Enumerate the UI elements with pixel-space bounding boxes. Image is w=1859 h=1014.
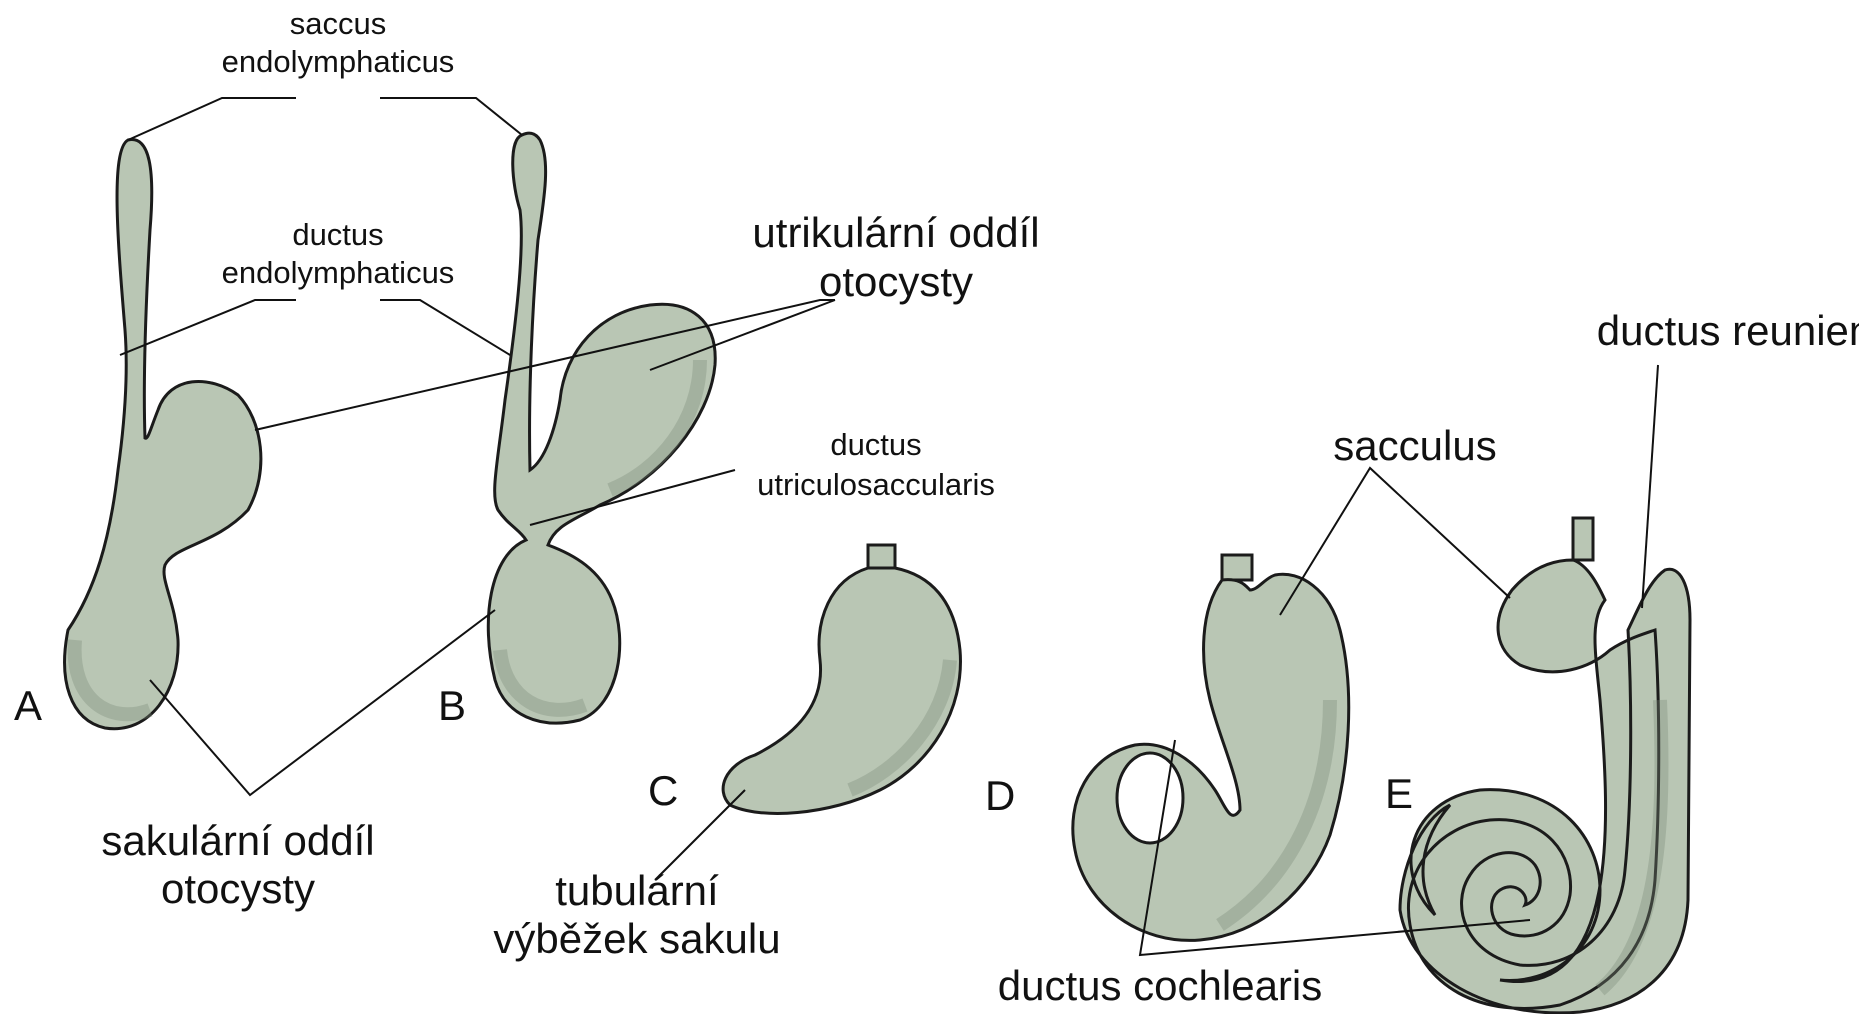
label-ductus-endo-line2: endolymphaticus [222,255,455,290]
stage-letter-d: D [985,772,1015,819]
stage-e-sacculus-cochlea [1400,518,1690,1013]
label-tubularni-line1: tubulární [555,867,719,914]
stage-c-body [723,568,960,813]
stage-e-sacculus [1400,560,1690,1013]
label-ductus-cochlearis: ductus cochlearis [998,962,1323,1009]
label-ductus-endo-line1: ductus [292,217,383,252]
stage-b-otocyst [488,133,715,723]
label-utrikularni-line1: utrikulární oddíl [752,209,1039,256]
stage-letter-a: A [14,682,42,729]
stage-e-duct-stub [1573,518,1593,560]
label-sakularni-line1: sakulární oddíl [101,817,374,864]
label-ductus-reuniens: ductus reuniens [1597,307,1859,354]
stage-letter-b: B [438,682,466,729]
stage-letter-c: C [648,767,678,814]
stage-d-body [1073,574,1349,940]
label-utrikularni-line2: otocysty [819,258,973,305]
stage-c-sacculus [723,545,960,813]
label-tubularni-line2: výběžek sakulu [493,915,780,962]
stage-letter-e: E [1385,770,1413,817]
stage-a-otocyst [65,140,261,729]
stage-c-duct-stub [868,545,895,568]
label-saccus-line1: saccus [290,6,386,41]
label-ductus-utric-line1: ductus [830,427,921,462]
label-ductus-utric-line2: utriculosaccularis [757,467,995,502]
label-sacculus: sacculus [1333,422,1496,469]
stage-d-coil-hole [1117,753,1183,843]
stage-d-sacculus-cochlea [1073,555,1349,940]
stage-d-duct-stub [1222,555,1252,580]
stage-a-body [65,140,261,729]
label-saccus-line2: endolymphaticus [222,44,455,79]
label-sakularni-line2: otocysty [161,865,315,912]
